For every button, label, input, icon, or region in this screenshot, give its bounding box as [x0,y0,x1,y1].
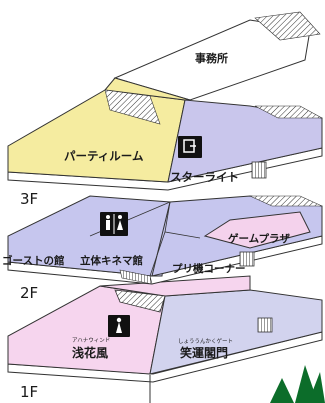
floor-2f-area-game-plaza [203,211,311,249]
floor-3f-back-stripes [254,105,323,119]
floor-2f-back-stripes [249,195,323,207]
restroom-icon [100,212,128,236]
room-purikura-corner: プリ機コーナー [172,262,246,275]
floor-3f-area-party [7,89,186,183]
floor-2f: ゴーストの館 立体キネマ館 ゲームプラザ プリ機コーナー 2F [2,195,323,302]
floor-3f-stripes [104,89,161,125]
room-shoun-gate: 笑運閣門 [180,345,228,360]
room-party: パーティルーム [64,149,144,163]
restroom-icon [108,315,130,337]
floor-3f-office-stripes [254,11,321,41]
elevator-icon [178,136,202,158]
room-star-light: スターライト [170,170,239,184]
floor-1f-area-gate [149,289,323,375]
shoun-gate-ruby: しょううんかくゲート [178,337,233,345]
floor-2f-stairs [119,269,153,285]
room-office: 事務所 [195,51,228,65]
floor-label-1f: 1F [20,383,38,401]
floor-3f: 事務所 パーティルーム スターライト 3F [7,11,323,208]
floor-1f-back-strip [99,275,251,297]
room-asakaze: 浅花風 [72,345,108,360]
tree-decoration [270,365,325,403]
room-game-plaza: ゲームプラザ [228,232,291,245]
floor-1f-stairs [114,289,166,313]
room-ghost-house: ゴーストの館 [2,254,64,267]
floor-1f: アハナウィンド 浅花風 しょううんかくゲート 笑運閣門 1F [7,275,325,403]
room-cinema-3d: 立体キネマ館 [80,254,143,267]
asakaze-ruby: アハナウィンド [72,336,110,344]
floor-label-3f: 3F [20,190,38,208]
floor-1f-windows [257,317,273,333]
floor-label-2f: 2F [20,284,38,302]
